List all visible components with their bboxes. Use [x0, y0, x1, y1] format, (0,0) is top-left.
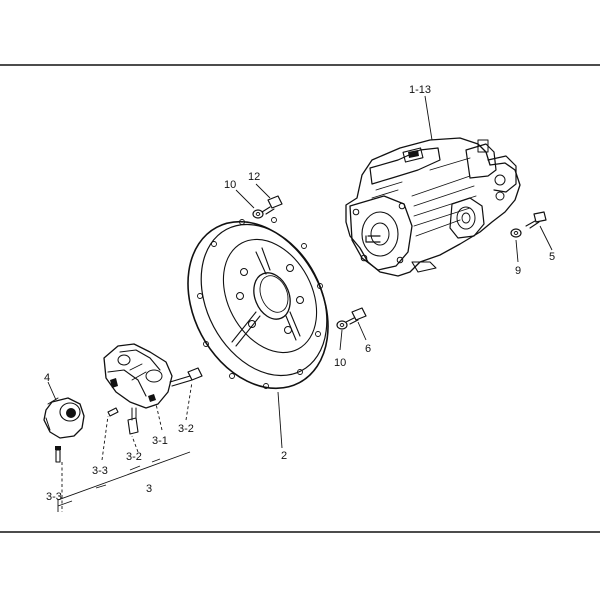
- label-coupling-bolt-bottom: 3-2: [126, 451, 142, 463]
- label-coupling-pin-upper: 3-3: [92, 465, 108, 477]
- label-pump-assembly: 1-13: [409, 84, 431, 96]
- coupling-hub-drawing: [43, 397, 85, 463]
- bolt-6-drawing: [345, 307, 367, 325]
- label-washer-10-mid: 10: [334, 357, 346, 369]
- coupling-drawing: [103, 343, 203, 435]
- label-bolt-6: 6: [365, 343, 371, 355]
- label-bolt-12: 12: [248, 171, 260, 183]
- label-coupling-pin-lower: 3-3: [46, 491, 62, 503]
- washer-9-drawing: [510, 228, 522, 238]
- bolt-5-drawing: [525, 211, 547, 229]
- label-washer-9: 9: [515, 265, 521, 277]
- label-bolt-5: 5: [549, 251, 555, 263]
- pump-assembly-drawing: [345, 137, 521, 277]
- label-coupling-bolt-right: 3-2: [178, 423, 194, 435]
- washer-10-mid-drawing: [336, 320, 348, 330]
- label-coupling: 3: [146, 483, 152, 495]
- label-washer-10-top: 10: [224, 179, 236, 191]
- label-coupling-hub: 4: [44, 372, 50, 384]
- label-flange: 2: [281, 450, 287, 462]
- label-coupling-body: 3-1: [152, 435, 168, 447]
- bolt-12-drawing: [261, 195, 283, 215]
- washer-10-top-drawing: [252, 209, 264, 219]
- flange-drawing: [187, 217, 329, 390]
